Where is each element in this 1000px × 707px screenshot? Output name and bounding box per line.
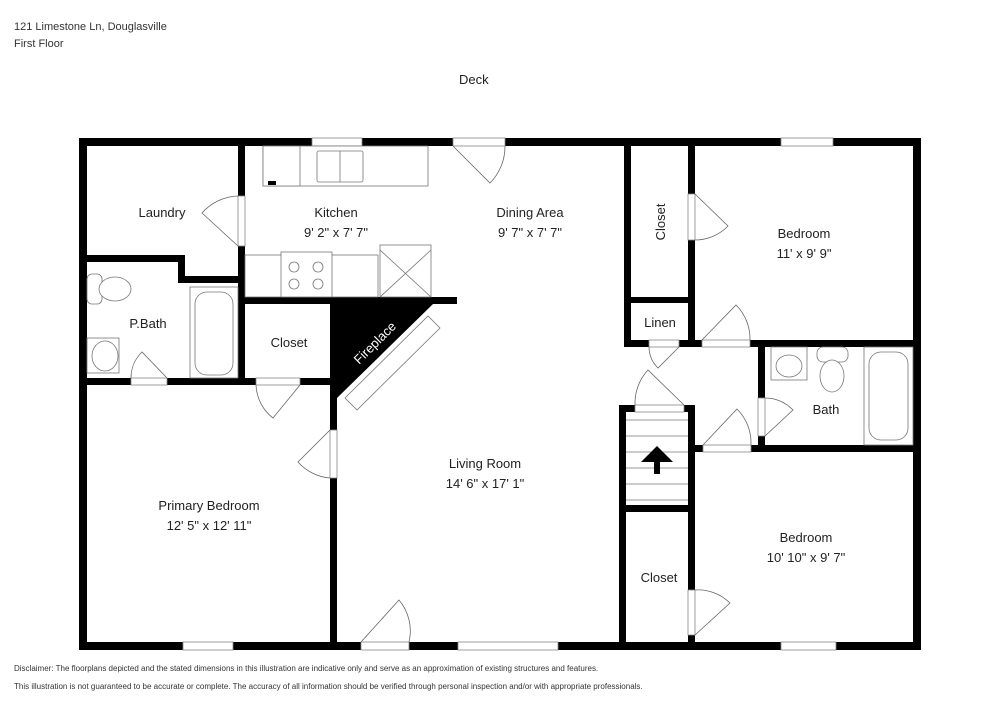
room-dims-bedroom-1: 11' x 9' 9" [777,246,832,261]
room-label-bath: Bath [813,402,840,417]
room-label-pbath: P.Bath [129,316,166,331]
room-label-closet-3: Closet [641,570,678,585]
room-label-laundry: Laundry [139,205,186,220]
disclaimer-line-1: Disclaimer: The floorplans depicted and … [14,664,599,673]
room-label-bedroom-1: Bedroom [778,226,831,241]
room-label-linen: Linen [644,315,676,330]
room-label-kitchen: Kitchen [314,205,357,220]
room-label-living: Living Room [449,456,521,471]
property-address: 121 Limestone Ln, Douglasville [14,21,167,33]
fireplace: Fireplace [337,304,441,411]
up-arrow-icon [641,446,673,474]
disclaimer-line-2: This illustration is not guaranteed to b… [14,682,643,691]
room-label-closet-1: Closet [653,203,668,240]
bath-fixtures [86,273,914,446]
room-dims-bedroom-2: 10' 10" x 9' 7" [767,550,846,565]
kitchen-fixtures [244,145,432,298]
room-label-bedroom-2: Bedroom [780,530,833,545]
room-dims-dining: 9' 7" x 7' 7" [498,225,562,240]
room-label-closet-2: Closet [271,335,308,350]
deck-label: Deck [459,72,489,87]
floor-label: First Floor [14,38,64,50]
room-dims-primary: 12' 5" x 12' 11" [167,518,252,533]
room-dims-kitchen: 9' 2" x 7' 7" [304,225,368,240]
doors [130,137,794,651]
room-label-dining: Dining Area [496,205,564,220]
room-labels: Laundry Kitchen 9' 2" x 7' 7" Dining Are… [129,203,845,585]
room-label-primary: Primary Bedroom [158,498,259,513]
room-dims-living: 14' 6" x 17' 1" [446,476,525,491]
stairs [626,419,688,501]
